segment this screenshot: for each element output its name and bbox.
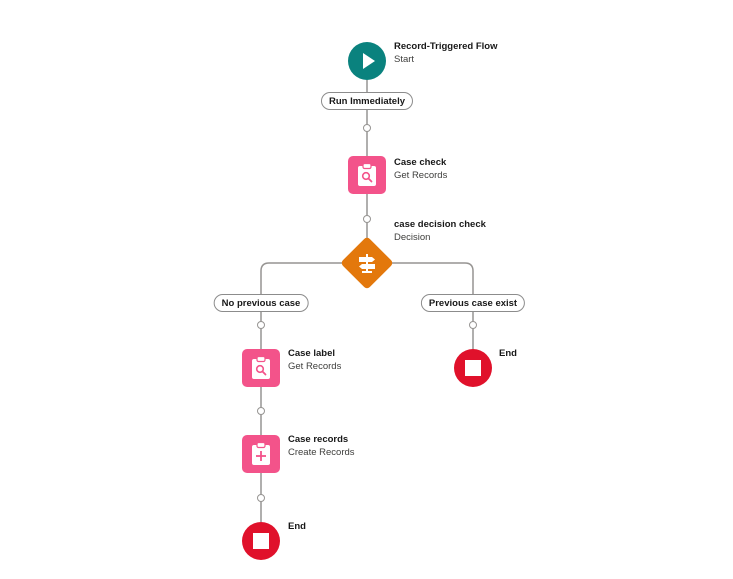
end-right-label: End [499, 347, 517, 360]
case-records-node[interactable] [242, 435, 280, 473]
add-element-dot[interactable] [257, 407, 265, 415]
connector-decision-left [260, 262, 343, 294]
end-right-title: End [499, 348, 517, 359]
outcome-previous-case-exist[interactable]: Previous case exist [420, 294, 526, 312]
add-element-dot[interactable] [363, 215, 371, 223]
clipboard-search-icon [358, 162, 376, 186]
case-check-subtitle: Get Records [394, 170, 448, 181]
case-records-subtitle: Create Records [288, 447, 355, 458]
outcome-no-previous-case[interactable]: No previous case [213, 294, 309, 312]
clipboard-plus-icon [252, 441, 270, 465]
stop-icon [253, 533, 269, 549]
run-immediately-path[interactable]: Run Immediately [320, 92, 414, 110]
start-node[interactable] [348, 42, 386, 80]
decision-node[interactable] [340, 236, 394, 290]
add-element-dot[interactable] [363, 124, 371, 132]
signpost-icon [359, 254, 375, 273]
add-element-dot[interactable] [257, 321, 265, 329]
end-node-left[interactable] [242, 522, 280, 560]
end-left-title: End [288, 521, 306, 532]
decision-subtitle: Decision [394, 232, 431, 243]
case-check-title: Case check [394, 157, 447, 168]
start-subtitle: Start [394, 54, 415, 65]
case-check-node[interactable] [348, 156, 386, 194]
start-title: Record-Triggered Flow [394, 41, 498, 52]
clipboard-search-icon [252, 355, 270, 379]
case-label-label: Case label Get Records [288, 347, 341, 373]
play-icon [363, 53, 375, 69]
case-label-node[interactable] [242, 349, 280, 387]
end-node-right[interactable] [454, 349, 492, 387]
case-label-title: Case label [288, 348, 335, 359]
case-records-title: Case records [288, 434, 349, 445]
stop-icon [465, 360, 481, 376]
add-element-dot[interactable] [469, 321, 477, 329]
end-left-label: End [288, 520, 306, 533]
case-label-subtitle: Get Records [288, 361, 342, 372]
case-records-label: Case records Create Records [288, 433, 355, 459]
connector-decision-right [391, 262, 474, 294]
add-element-dot[interactable] [257, 494, 265, 502]
decision-title: case decision check [394, 219, 486, 230]
start-label: Record-Triggered Flow Start [394, 40, 497, 66]
case-check-label: Case check Get Records [394, 156, 447, 182]
decision-label: case decision check Decision [394, 218, 486, 244]
